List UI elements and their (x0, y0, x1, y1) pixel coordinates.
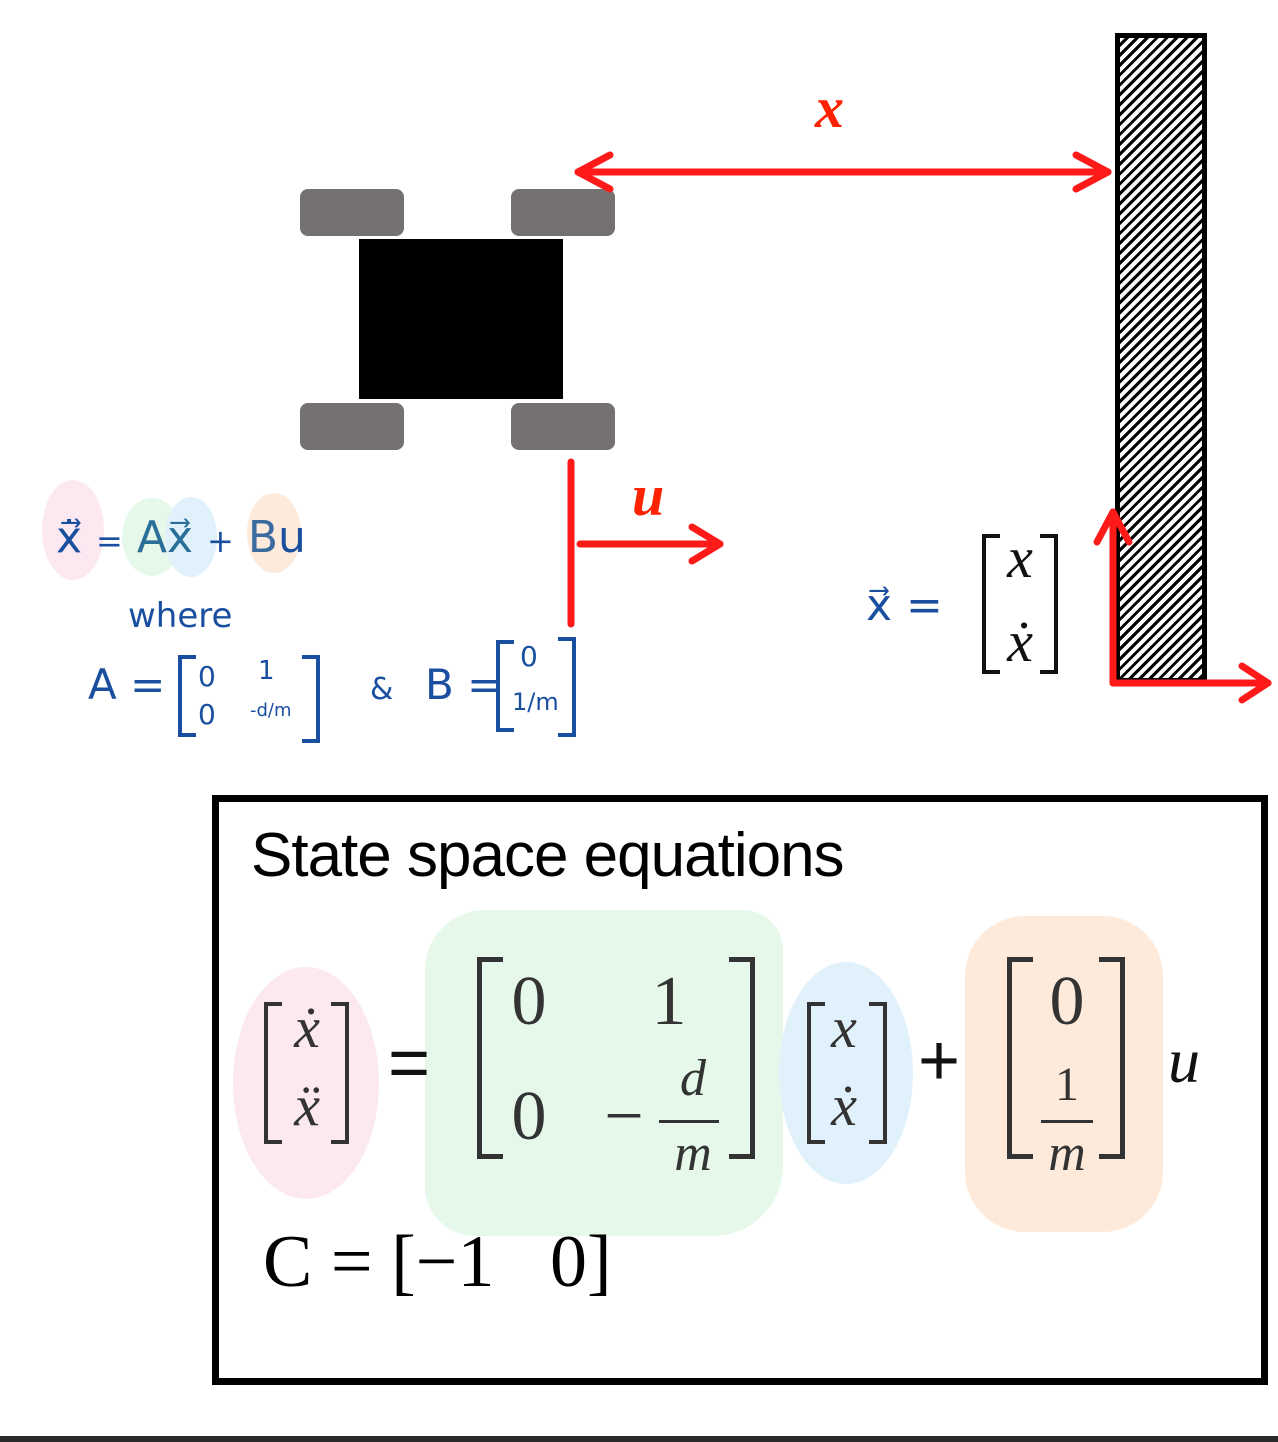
x-bracket-right (869, 1002, 887, 1144)
state-vector-bracket-right (1040, 534, 1058, 674)
handwritten-state-equation: ẋ⃗ = Ax⃗ + Bu (56, 512, 306, 563)
B-r2-den: m (1048, 1125, 1086, 1182)
hw-plus: + (207, 522, 234, 560)
A-r2c2-den: m (674, 1125, 712, 1182)
wall-hatched (1115, 33, 1207, 683)
wheel-front-right (511, 189, 615, 236)
hw-where: where (128, 596, 233, 636)
distance-label: x (815, 75, 844, 140)
hw-B: B (247, 512, 279, 563)
B-fraction-bar (1041, 1120, 1093, 1123)
hw-B-bracket-right (558, 637, 576, 737)
distance-arrow-icon (574, 151, 1112, 193)
wheel-rear-left (300, 403, 404, 450)
state-space-equation-box: State space equations ẋ ẍ = 0 1 0 − d m … (212, 795, 1268, 1385)
hw-A-11: -d/m (250, 700, 292, 721)
A-highlight-green (425, 910, 783, 1236)
highlight-blue (165, 497, 217, 577)
highlight-pink (42, 480, 104, 580)
equation-box-title: State space equations (251, 821, 845, 890)
B-bracket-right (1099, 957, 1125, 1159)
hw-xdot: ẋ⃗ (56, 512, 83, 563)
A-r2c1: 0 (511, 1078, 547, 1155)
hw-B-1: 1/m (512, 688, 559, 716)
B-r2-num: 1 (1055, 1058, 1079, 1111)
input-arrow-icon (567, 458, 724, 628)
A-r2c2-num: d (680, 1050, 706, 1107)
robot-chassis (359, 239, 563, 399)
hw-B-label: B = (425, 660, 503, 709)
hw-u: u (278, 512, 306, 563)
input-label: u (632, 463, 665, 528)
B-bracket-left (1007, 957, 1033, 1159)
hw-and: & (370, 672, 394, 707)
hw-eq: = (96, 522, 123, 560)
hw-x: x⃗ (166, 512, 194, 563)
hw-B-0: 0 (520, 640, 538, 673)
A-bracket-left (477, 957, 503, 1159)
x-entry-x: x (831, 995, 857, 1060)
hw-A-bracket-right (302, 655, 320, 743)
A-bracket-right (729, 957, 755, 1159)
B-highlight-orange (965, 916, 1163, 1232)
state-vector-label: x⃗ = (866, 580, 943, 631)
A-r2c2-sign: − (604, 1078, 644, 1155)
A-r1c2: 1 (651, 963, 687, 1040)
hw-A-00: 0 (198, 660, 216, 693)
hw-B-bracket-left (496, 640, 514, 732)
A-r1c1: 0 (511, 963, 547, 1040)
lhs-highlight-pink (233, 967, 379, 1199)
hw-A-10: 0 (198, 698, 216, 731)
input-u: u (1168, 1025, 1200, 1096)
A-fraction-bar (659, 1120, 719, 1123)
state-vector-bracket-left (982, 534, 1000, 674)
hw-A-label: A = (88, 660, 166, 709)
x-highlight-blue (779, 962, 913, 1184)
x-entry-xdot: ẋ (831, 1073, 857, 1138)
B-r1: 0 (1049, 963, 1085, 1040)
hw-A-01: 1 (258, 656, 275, 686)
wheel-rear-right (511, 403, 615, 450)
plus-sign: + (917, 1021, 961, 1101)
output-matrix-C: C = [−1 0] (263, 1221, 612, 1303)
bottom-edge-bar (0, 1436, 1278, 1442)
lhs-xddot: ẍ (294, 1073, 320, 1138)
state-vector-xdot: ẋ (1007, 609, 1033, 674)
lhs-xdot: ẋ (294, 995, 320, 1060)
wheel-front-left (300, 189, 404, 236)
lhs-bracket-left (264, 1002, 282, 1144)
x-bracket-left (807, 1002, 825, 1144)
arrows-layer (567, 151, 1272, 704)
state-vector-x: x (1007, 525, 1033, 590)
highlight-orange (247, 493, 301, 573)
hw-A-bracket-left (178, 655, 196, 737)
hw-A: A (136, 512, 167, 563)
equals-sign: = (387, 1023, 431, 1103)
lhs-bracket-right (331, 1002, 349, 1144)
coordinate-frame-icon (1093, 508, 1272, 704)
